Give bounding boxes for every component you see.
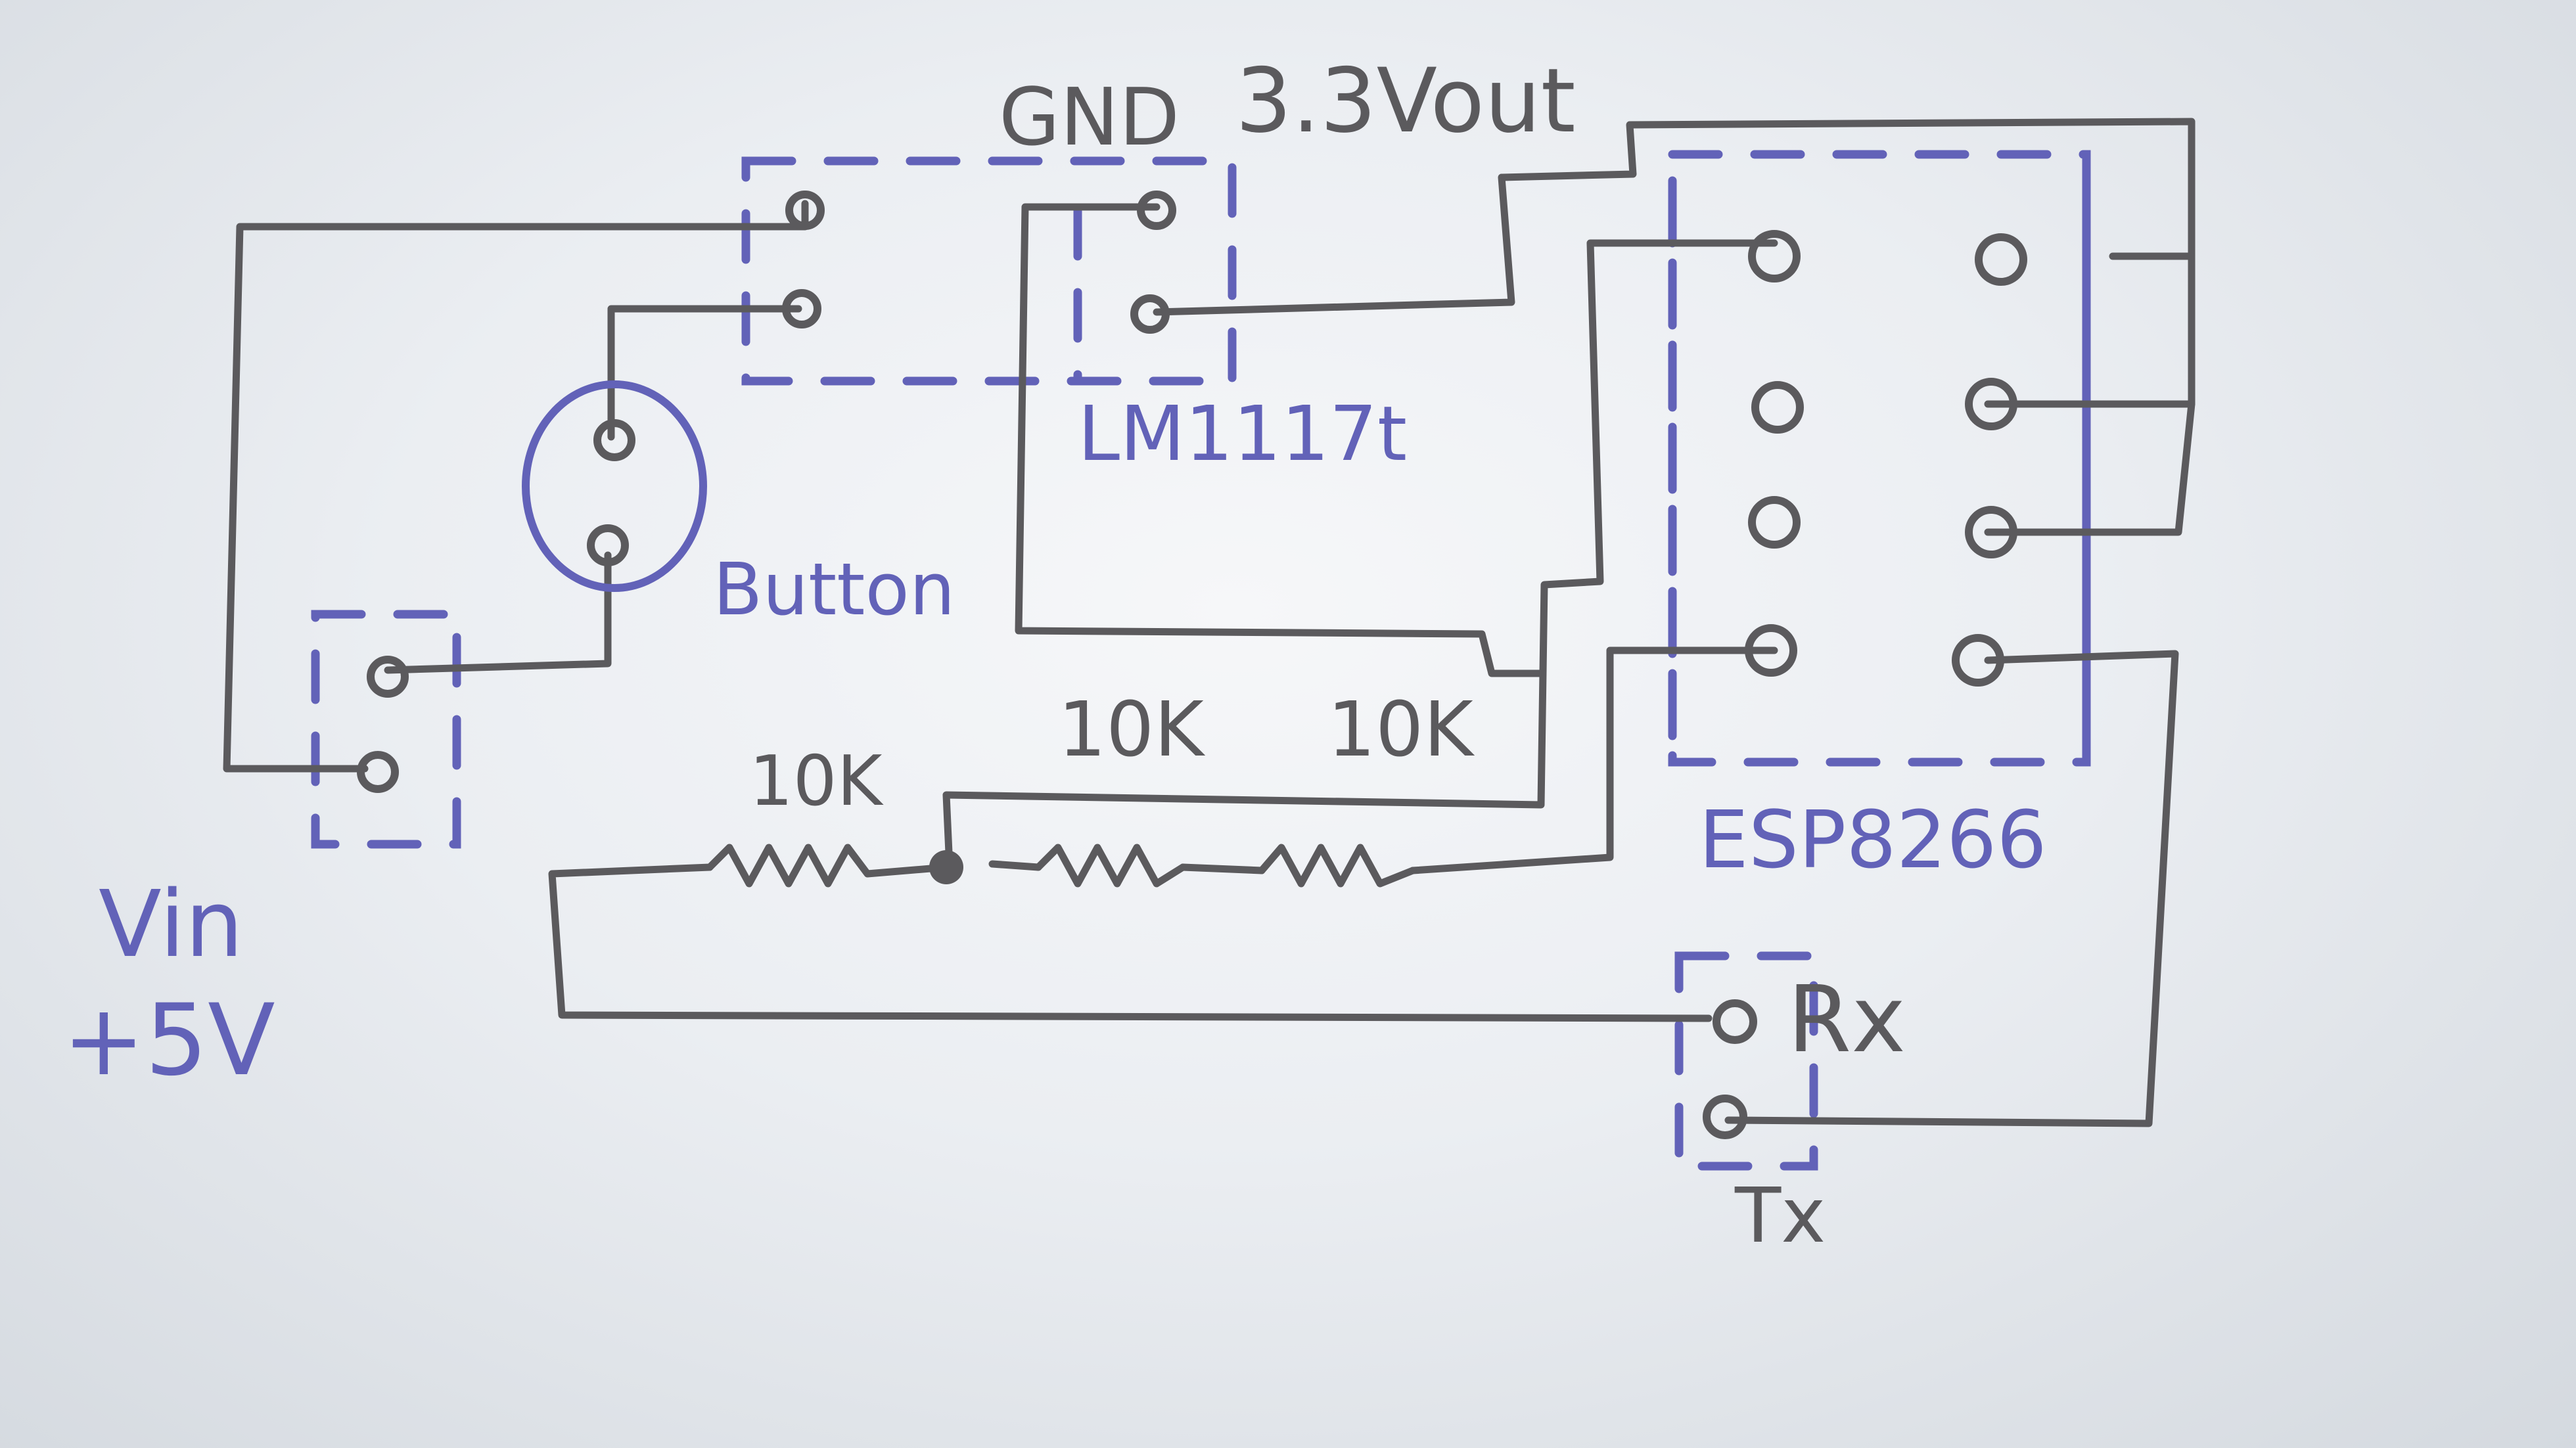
vin-voltage-label: +5V	[62, 984, 275, 1098]
wire-gnd-bus	[1015, 203, 1545, 677]
esp8266-pin-r2	[1965, 378, 2017, 430]
regulator-label: LM1117t	[1078, 390, 1407, 478]
resistor-2-label: 10K	[1058, 686, 1205, 774]
power-header-pin-2	[782, 289, 821, 328]
wire-esp-right-stub-3	[1984, 400, 2196, 536]
rxtx-header-outline	[1674, 951, 1818, 1171]
push-button	[522, 380, 707, 592]
wire-resistor-mid	[988, 860, 1042, 871]
wire-resistor-mid-2	[1179, 863, 1266, 874]
push-button-pin-top	[593, 419, 635, 461]
wires	[223, 118, 2196, 1127]
tx-label: Tx	[1734, 1172, 1826, 1260]
wire-esp-left-bus	[942, 239, 1778, 871]
esp8266-pin-l2	[1751, 381, 1804, 434]
vin-header-pin-1	[367, 656, 409, 698]
esp8266-pin-l1	[1748, 230, 1801, 283]
wire-vin-loop	[223, 200, 809, 773]
wire-esp-gpio-to-resistor	[1409, 646, 1778, 874]
resistor-1-label: 10K	[749, 741, 885, 821]
push-button-pin-bottom	[587, 524, 629, 566]
esp8266-pin-r3	[1965, 506, 2017, 558]
regulator-pin-out	[1130, 294, 1170, 334]
power-header-outline	[741, 156, 1237, 386]
module-label: ESP8266	[1699, 795, 2047, 886]
wire-3v3-out	[1153, 118, 2196, 316]
power-header-pin-1	[785, 191, 825, 230]
resistor-3-label: 10K	[1327, 686, 1475, 774]
tx-pin	[1703, 1095, 1747, 1139]
vin-header-pin-2	[357, 751, 399, 793]
vin-label: Vin	[99, 871, 243, 978]
resistor-1	[706, 844, 950, 888]
wire-esp-to-tx	[1724, 650, 2179, 1127]
labels: GND 3.3Vout LM1117t Button 10K 10K 10K E…	[62, 49, 2047, 1260]
esp8266-pin-l4	[1745, 624, 1797, 677]
resistor-3	[1258, 844, 1417, 888]
button-label: Button	[713, 547, 955, 631]
vin-header-outline	[311, 610, 461, 849]
component-outlines	[311, 150, 2091, 1171]
esp8266-pin-r4	[1952, 634, 2004, 687]
gnd-label: GND	[999, 72, 1180, 164]
esp8266-pin-l3	[1748, 496, 1801, 549]
rx-label: Rx	[1787, 966, 1906, 1074]
regulator-pin-gnd	[1137, 191, 1176, 230]
vout-label: 3.3Vout	[1235, 49, 1576, 152]
pins	[357, 191, 2027, 1139]
wire-resistor-chain-left	[548, 863, 1713, 1022]
resistor-junction-node	[929, 850, 963, 884]
wire-button-top	[607, 305, 802, 441]
esp8266-pin-r1	[1975, 233, 2027, 286]
rx-pin	[1713, 999, 1757, 1044]
resistor-2	[1034, 844, 1187, 888]
push-button-outline	[522, 380, 707, 592]
